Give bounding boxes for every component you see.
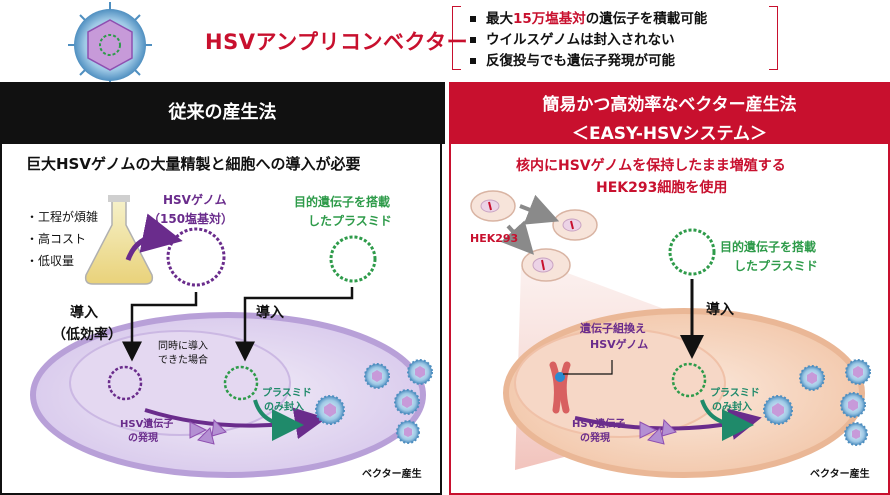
proliferation-arrow-2	[500, 220, 535, 255]
right-panel	[449, 144, 890, 495]
packaging-arrow	[253, 399, 304, 441]
plasmid-icon-right	[668, 228, 716, 276]
proliferation-arrow-1	[519, 194, 560, 225]
vector-production-label-right: ベクター産生	[810, 469, 870, 480]
culture-flask-icon	[84, 195, 154, 285]
hsv-genome-icon	[166, 227, 226, 287]
expression-label-2: の発現	[128, 433, 158, 444]
packaging-label-right-1: プラスミド	[710, 388, 760, 399]
feature-item-3: 反復投与でも遺伝子発現が可能	[470, 49, 675, 69]
nuclear-plasmid-icon	[223, 365, 259, 401]
hek293-label: HEK293	[470, 232, 519, 245]
purify-arrow	[125, 213, 183, 261]
bullet-cost: ・高コスト	[26, 232, 87, 246]
hek293-cells	[470, 190, 598, 282]
recomb-label-1: 遺伝子組換え	[580, 322, 646, 335]
feature-list: 最大15万塩基対の遺伝子を積載可能 ウイルスゲノムは封入されない 反復投与でも遺…	[452, 6, 778, 70]
packaging-label-1: プラスミド	[262, 388, 312, 399]
right-subtitle-2: HEK293細胞を使用	[596, 180, 728, 196]
packaging-label-right-2: のみ封入	[712, 402, 752, 413]
vector-particles	[315, 359, 433, 444]
feature-item-1: 最大15万塩基対の遺伝子を積載可能	[470, 7, 707, 27]
plasmid-label-2: したプラスミド	[308, 214, 392, 228]
page-title: HSVアンプリコンベクター	[205, 30, 469, 54]
vector-production-label: ベクター産生	[362, 469, 422, 480]
chromosome-icon	[549, 361, 571, 414]
intro-arrow-genome	[122, 292, 198, 362]
plasmid-label-1: 目的遺伝子を搭載	[294, 195, 391, 209]
bullet-complex: ・工程が煩雑	[26, 210, 99, 224]
protein-icon	[189, 418, 227, 445]
plasmid-label-right-1: 目的遺伝子を搭載	[720, 240, 817, 254]
right-panel-heading: 簡易かつ高効率なベクター産生法 ＜EASY-HSVシステム＞	[449, 82, 890, 144]
protein-icon-right	[639, 418, 677, 445]
nuclear-genome-icon	[107, 365, 143, 401]
genome-label: HSVゲノム	[163, 193, 227, 207]
packaging-label-2: のみ封入	[264, 402, 304, 413]
recomb-pointer	[563, 360, 613, 375]
intro-label-right: 導入	[706, 302, 734, 318]
expression-label-right-2: の発現	[580, 433, 610, 444]
intro-label-left: 導入	[70, 305, 98, 321]
nuclear-plasmid-icon-right	[671, 362, 707, 398]
expression-label-1: HSV遺伝子	[120, 419, 174, 430]
simultaneous-label-1: 同時に導入	[158, 341, 208, 352]
feature-item-2: ウイルスゲノムは封入されない	[470, 28, 675, 48]
bracket-left	[452, 6, 461, 70]
intro-arrow-plasmid	[235, 287, 354, 362]
hsv-virus-icon	[68, 2, 152, 88]
intro-label-left-2: 導入	[256, 305, 284, 321]
right-subtitle-1: 核内にHSVゲノムを保持したまま増殖する	[516, 158, 786, 174]
recomb-label-2: HSVゲノム	[590, 338, 649, 351]
bullet-yield: ・低収量	[26, 254, 75, 268]
simultaneous-label-2: できた場合	[158, 355, 208, 366]
left-panel	[0, 144, 442, 495]
plasmid-label-right-2: したプラスミド	[734, 259, 818, 273]
vector-particles-right	[763, 359, 871, 446]
left-subtitle: 巨大HSVゲノムの大量精製と細胞への導入が必要	[26, 155, 361, 173]
packaging-arrow-right	[700, 399, 754, 441]
left-panel-heading: 従来の産生法	[0, 82, 445, 144]
bracket-right	[769, 6, 778, 70]
genome-size-label: （150塩基対）	[148, 212, 234, 226]
expression-label-right-1: HSV遺伝子	[572, 419, 626, 430]
intro-efficiency-label: （低効率）	[52, 327, 122, 343]
plasmid-icon	[329, 235, 377, 283]
